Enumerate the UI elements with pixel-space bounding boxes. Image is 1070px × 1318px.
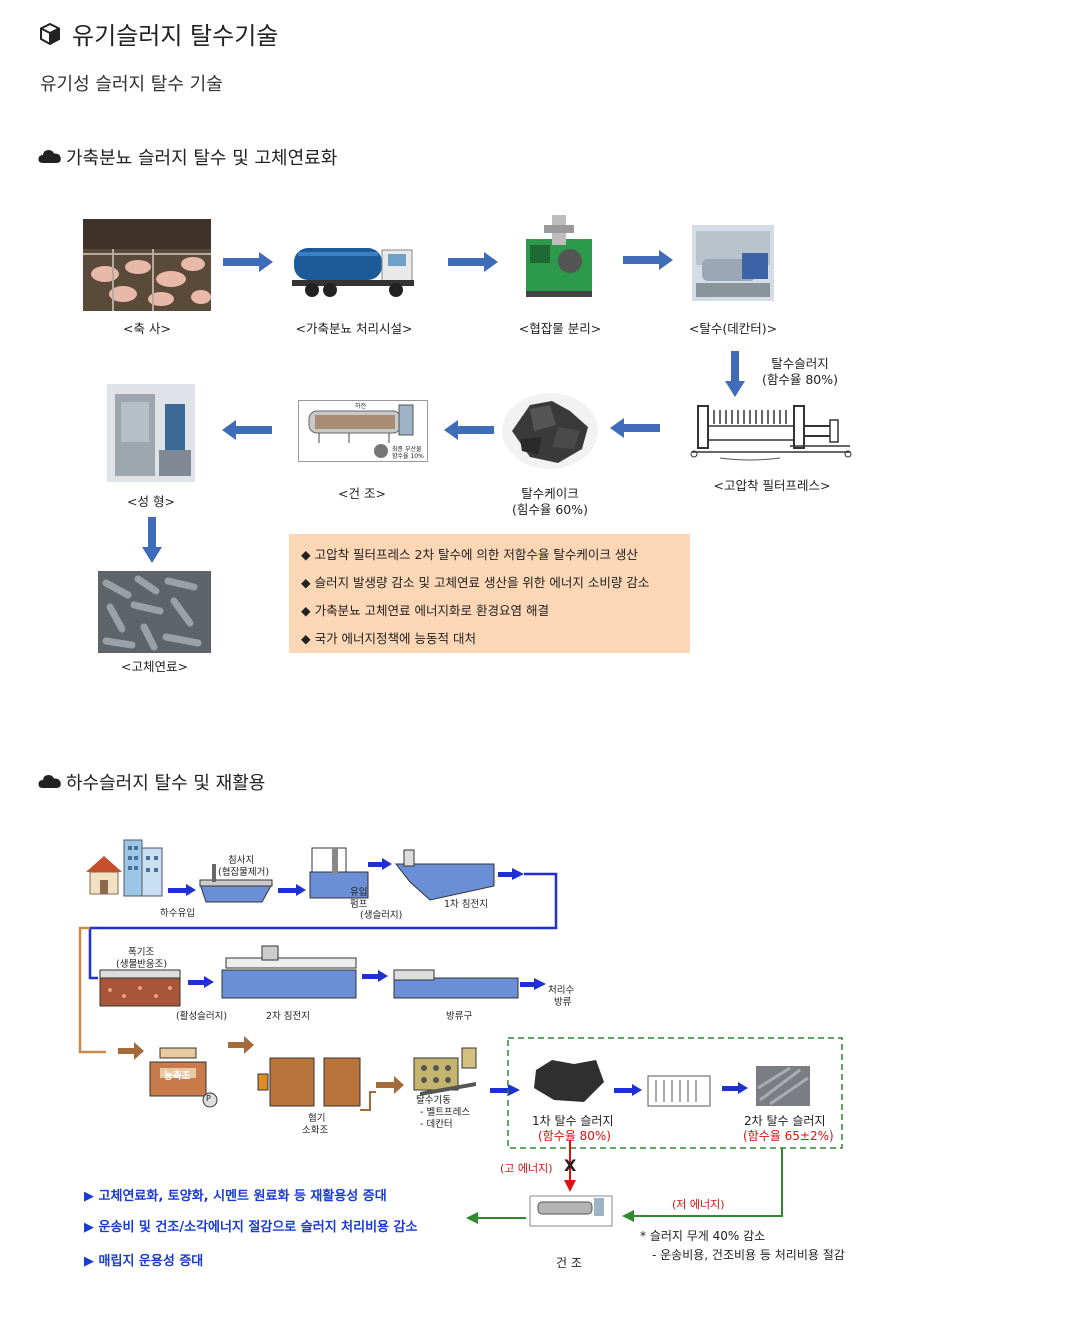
pump-label-line2: 펌프 (350, 899, 368, 910)
benefit-item: ◆ 슬러지 발생량 감소 및 고체연료 생산을 위한 에너지 소비량 감소 (301, 575, 650, 590)
sewage-benefit-item: ▶ 고체연료화, 토양화, 시멘트 원료화 등 재활용성 증대 (84, 1189, 387, 1204)
cost-note: - 운송비용, 건조비용 등 처리비용 절감 (652, 1248, 845, 1262)
dryer-inner-line1: 최종 부산물 (392, 446, 422, 453)
filter-press-drawing (690, 402, 855, 468)
dewater-label-line1: 탈수기동 (416, 1095, 451, 1106)
grit-label-line1: 침사지 (228, 855, 255, 866)
page-subtitle: 유기성 슬러지 탈수 기술 (40, 74, 223, 95)
arrow-down-icon (142, 517, 162, 567)
activated-sludge-label: (활성슬러지) (176, 1011, 228, 1022)
aeration-label-line1: 폭기조 (128, 947, 155, 958)
sewage-benefit-item: ▶ 운송비 및 건조/소각에너지 절감으로 슬러지 처리비용 감소 (84, 1220, 418, 1235)
sewage-process-diagram (0, 820, 1070, 1294)
primary-clarifier-label: 1차 침전지 (444, 899, 489, 910)
benefit-item: ◆ 국가 에너지정책에 능동적 대처 (301, 631, 477, 646)
decanter-photo (692, 225, 774, 301)
section-heading-sewage: 하수슬러지 탈수 및 재활용 (66, 773, 266, 794)
dry-label: 건 조 (556, 1256, 582, 1270)
section-heading-livestock: 가축분뇨 슬러지 탈수 및 고체연료화 (66, 148, 338, 169)
dewatered-cake-photo (500, 391, 600, 471)
digester-label-line2: 소화조 (302, 1125, 329, 1136)
step-dry-label: <건 조> (338, 486, 386, 501)
cube-icon (38, 22, 62, 50)
x-mark-label: X (564, 1156, 577, 1175)
low-energy-label: (저 에너지) (672, 1198, 725, 1211)
first-sludge-label: 1차 탈수 슬러지 (532, 1114, 614, 1128)
digester-label-line1: 혐기 (308, 1113, 326, 1124)
benefit-item: ◆ 가축분뇨 고체연료 에너지화로 환경요염 해결 (301, 603, 549, 618)
step-barn-label: <축 사> (123, 321, 171, 336)
arrow-left-icon (444, 420, 494, 444)
tanker-truck-image (288, 236, 420, 300)
dewater-label-line2: - 벨트프레스 (420, 1107, 471, 1118)
barn-photo (83, 219, 211, 311)
dewater-label-line3: - 데칸터 (420, 1119, 453, 1130)
raw-sludge-label: (생슬러지) (360, 910, 403, 921)
page-title: 유기슬러지 탈수기술 (72, 22, 279, 50)
arrow-left-icon (610, 418, 660, 442)
secondary-clarifier-label: 2차 침전지 (266, 1011, 311, 1022)
treated-label-line1: 처리수 (548, 985, 575, 996)
molding-machine-photo (107, 384, 195, 482)
benefit-item: ◆ 고압착 필터프레스 2차 탈수에 의한 저함수율 탈수케이크 생산 (301, 547, 638, 562)
step-molding-label: <성 형> (127, 494, 175, 509)
dryer-inner-line2: 함수율 10% (392, 453, 424, 460)
dryer-inner-top: 하전 (355, 403, 367, 410)
sewage-benefit-item: ▶ 매립지 운용성 증대 (84, 1254, 204, 1269)
separator-machine-image (520, 211, 598, 299)
arrow-left-icon (222, 420, 272, 444)
benefits-note-box: ◆ 고압착 필터프레스 2차 탈수에 의한 저함수율 탈수케이크 생산 ◆ 슬러… (289, 534, 690, 653)
cloud-icon (38, 771, 62, 793)
arrow-right-icon (448, 252, 498, 276)
aeration-label-line2: (생물반응조) (116, 959, 168, 970)
second-sludge-label: 2차 탈수 슬러지 (744, 1114, 826, 1128)
sludge-label-line1: 탈수슬러지 (771, 356, 829, 371)
step-fuel-label: <고체연료> (121, 659, 188, 674)
step-separation-label: <협잡물 분리> (518, 321, 602, 336)
solid-fuel-photo (98, 571, 211, 653)
arrow-down-icon (725, 351, 745, 401)
grit-label-line2: (협잡물제거) (218, 867, 270, 878)
sludge-label-line2: (함수율 80%) (761, 372, 838, 387)
arrow-right-icon (223, 252, 273, 276)
step-decanter-label: <탈수(데칸터)> (688, 321, 778, 336)
step-cake-label-line1: 탈수케이크 (521, 486, 579, 501)
thickener-label: 농축조 (164, 1071, 191, 1082)
dryer-diagram (298, 400, 428, 462)
step-facility-label: <가축분뇨 처리시설> (295, 321, 413, 336)
step-cake-label-line2: (힘수율 60%) (511, 502, 588, 517)
step-filterpress-label: <고압착 필터프레스> (713, 478, 831, 493)
pump-p-label: P (206, 1094, 211, 1103)
weight-note: * 슬러지 무게 40% 감소 (640, 1229, 766, 1243)
first-rate-label: (함수율 80%) (538, 1129, 611, 1143)
sewage-in-label: 하수유입 (160, 908, 195, 919)
high-energy-label: (고 에너지) (500, 1162, 553, 1175)
discharge-tank-label: 방류구 (446, 1011, 473, 1022)
arrow-right-icon (623, 250, 673, 274)
pump-label-line1: 유입 (350, 887, 368, 898)
second-rate-label: (함수율 65±2%) (743, 1129, 834, 1143)
treated-label-line2: 방류 (554, 997, 572, 1008)
cloud-icon (38, 146, 62, 168)
